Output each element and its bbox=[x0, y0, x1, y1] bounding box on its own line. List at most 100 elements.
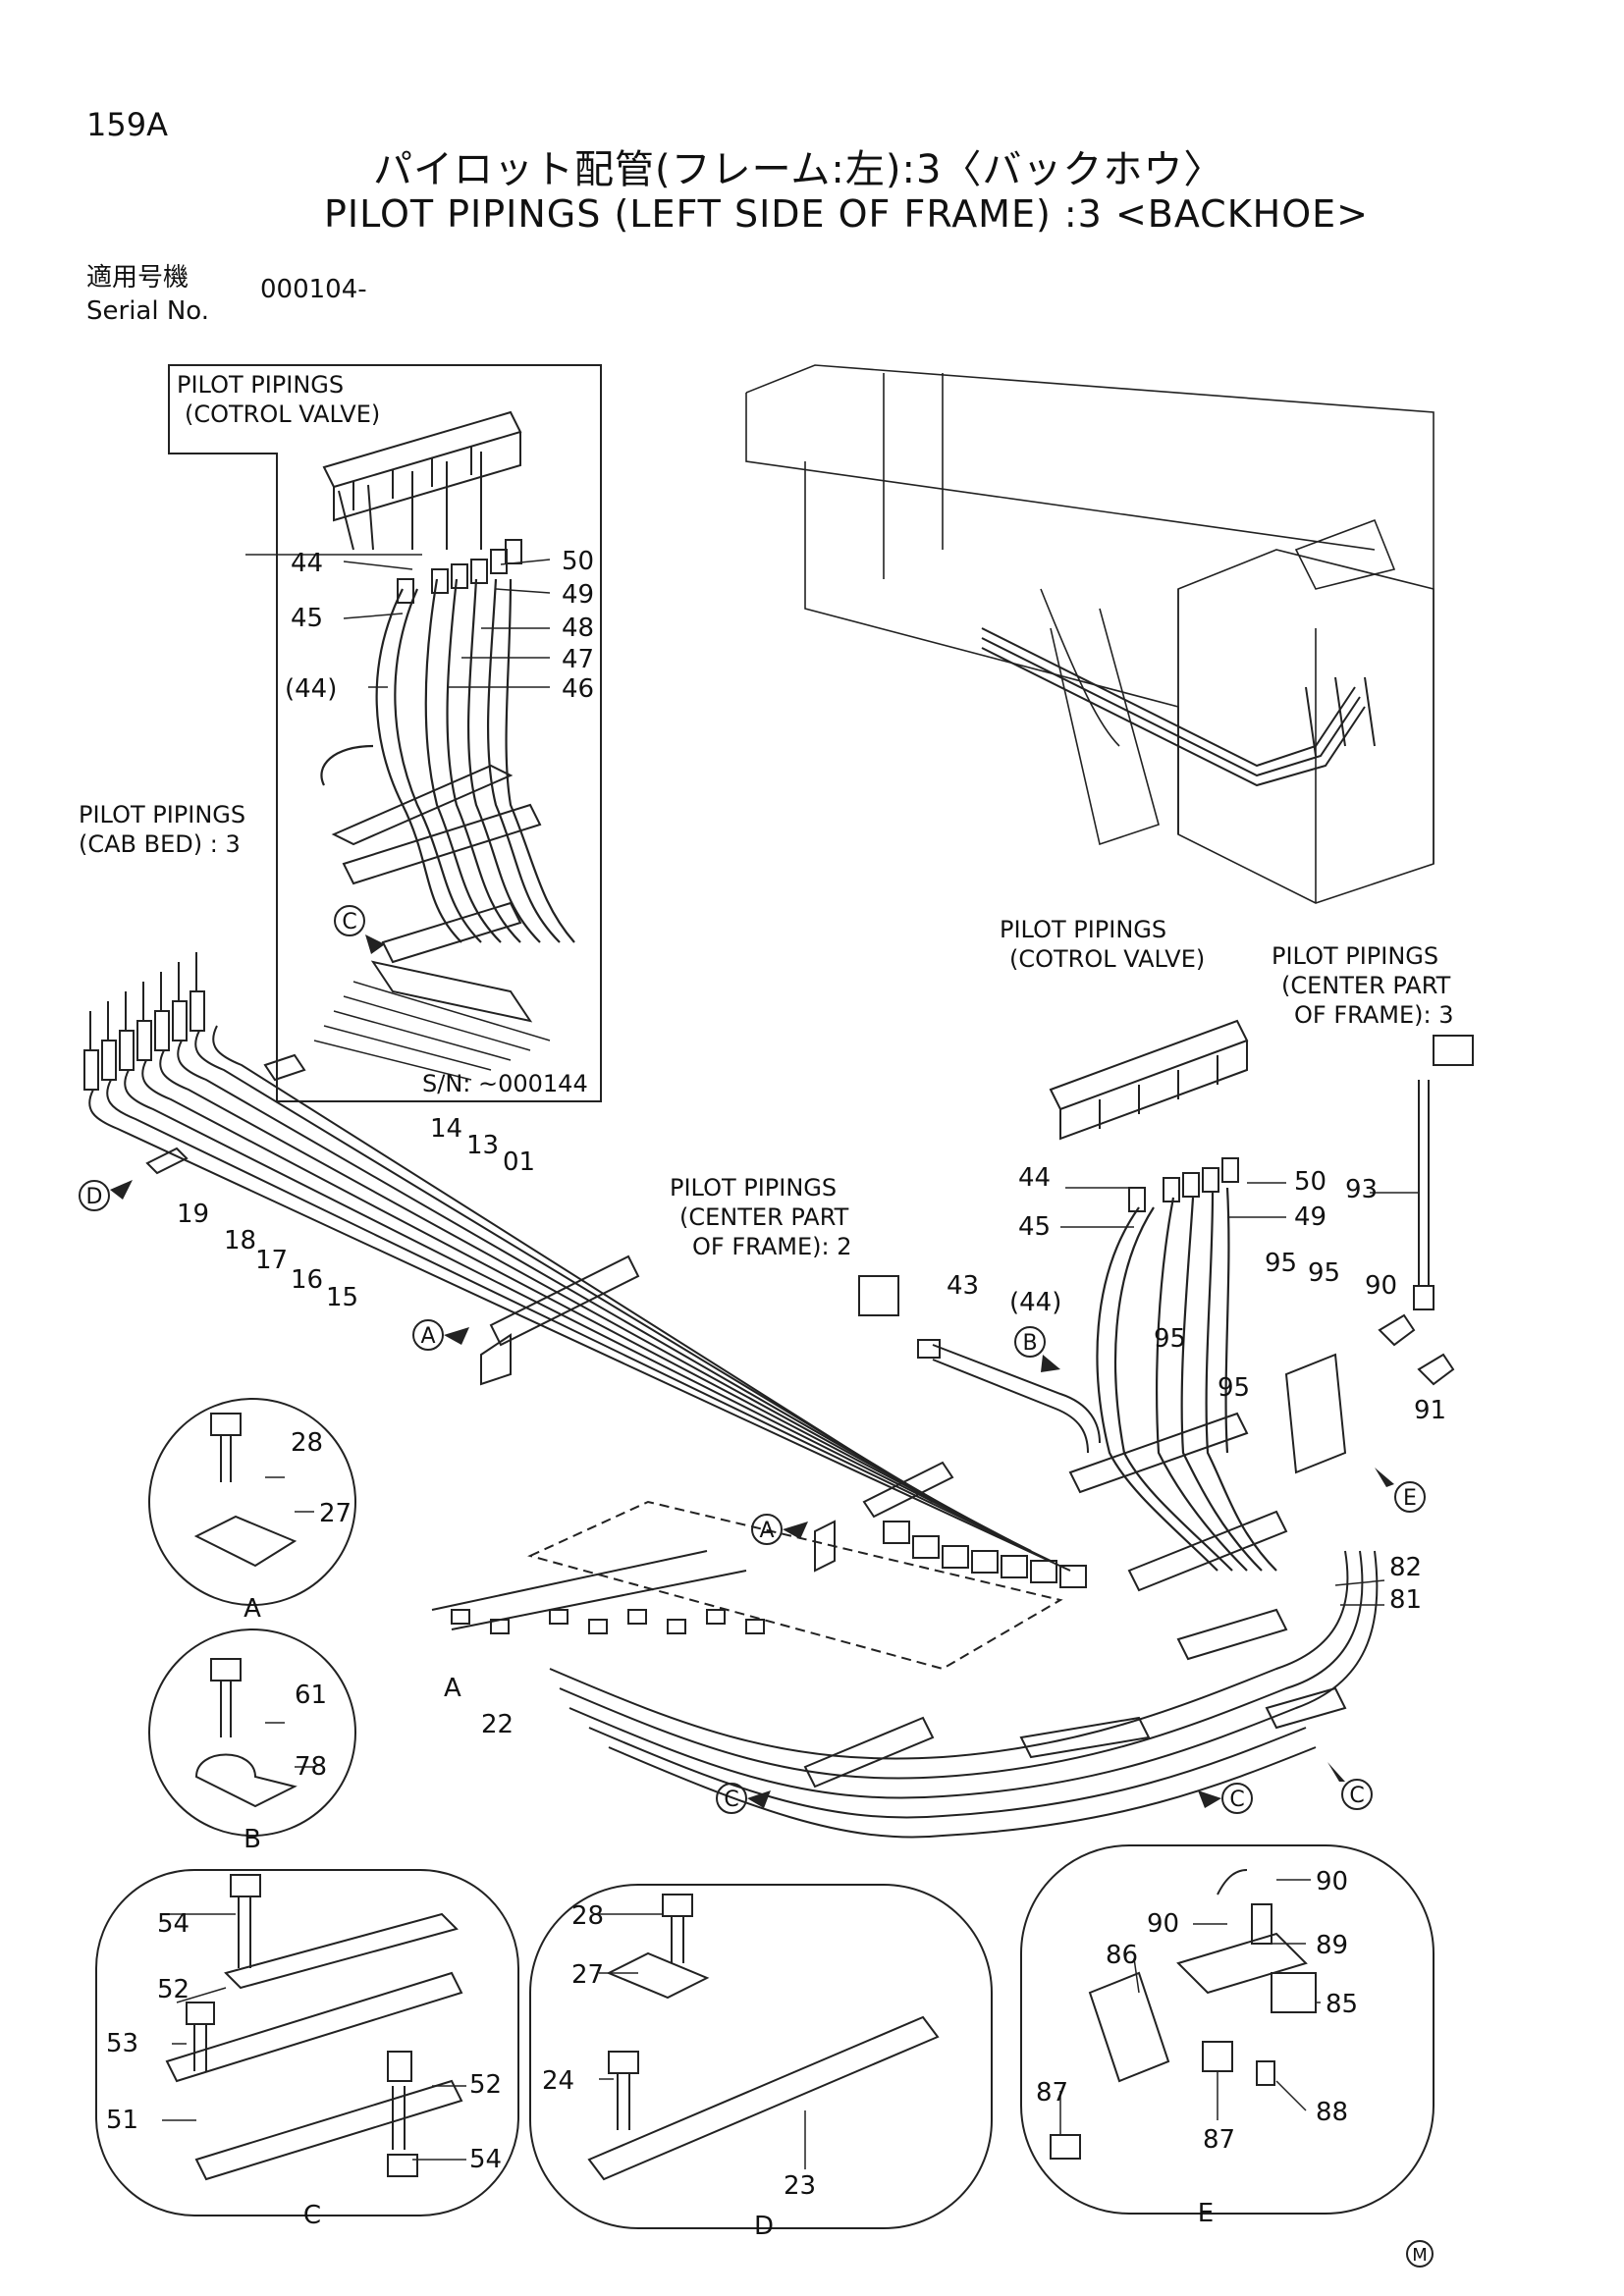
callout-44-main: 44 bbox=[1018, 1163, 1051, 1193]
title-japanese: パイロット配管(フレーム:左):3〈バックホウ〉 bbox=[373, 147, 1224, 192]
callout-43: 43 bbox=[947, 1271, 979, 1301]
callout-95-d: 95 bbox=[1218, 1373, 1250, 1403]
callout-16: 16 bbox=[291, 1265, 323, 1295]
loose-fittings-row bbox=[431, 1550, 765, 1634]
callout-e-85: 85 bbox=[1326, 1990, 1358, 2019]
detail-a-circle bbox=[148, 1398, 356, 1606]
callout-14: 14 bbox=[430, 1114, 462, 1144]
svg-text:C: C bbox=[342, 910, 356, 934]
hose-43 bbox=[858, 1275, 1101, 1454]
callout-46: 46 bbox=[562, 674, 594, 704]
marker-m: M bbox=[1406, 2240, 1434, 2268]
marker-a-upper: A bbox=[412, 1319, 469, 1351]
pipe-bundle-clamps bbox=[145, 1053, 954, 1573]
inset-serial-note: S/N: ~000144 bbox=[422, 1070, 588, 1097]
marker-e: E bbox=[1375, 1468, 1426, 1513]
detail-c-caption: C bbox=[303, 2201, 321, 2230]
callout-19: 19 bbox=[177, 1200, 209, 1229]
svg-text:C: C bbox=[1229, 1788, 1244, 1812]
callout-50-main: 50 bbox=[1294, 1167, 1326, 1197]
callout-a-label: A bbox=[444, 1674, 461, 1703]
inset-cv-title-2: (COTROL VALVE) bbox=[185, 400, 380, 428]
inset-cv-lines bbox=[313, 981, 551, 1081]
callout-13: 13 bbox=[466, 1131, 499, 1160]
svg-text:A: A bbox=[759, 1519, 774, 1543]
center2-title-1: PILOT PIPINGS bbox=[670, 1174, 837, 1201]
callout-c-53: 53 bbox=[106, 2029, 138, 2058]
callout-c-51: 51 bbox=[106, 2106, 138, 2135]
svg-text:E: E bbox=[1403, 1486, 1417, 1511]
detail-d-frame bbox=[529, 1884, 993, 2229]
dashed-group-outline bbox=[527, 1500, 1063, 1671]
callout-95-a: 95 bbox=[1265, 1249, 1297, 1278]
callout-95-c: 95 bbox=[1154, 1324, 1186, 1354]
cab-bed-fittings bbox=[83, 952, 205, 1091]
inset-cv-valve-block bbox=[322, 410, 522, 551]
callout-e-90-top: 90 bbox=[1316, 1867, 1348, 1896]
title-english: PILOT PIPINGS (LEFT SIDE OF FRAME) :3 <B… bbox=[324, 192, 1369, 236]
callout-49-main: 49 bbox=[1294, 1202, 1326, 1232]
callout-a-27: 27 bbox=[319, 1499, 352, 1528]
svg-text:D: D bbox=[86, 1185, 103, 1209]
callout-d-24: 24 bbox=[542, 2066, 574, 2096]
svg-text:A: A bbox=[420, 1324, 435, 1349]
detail-c-frame bbox=[95, 1869, 519, 2216]
callout-44-main-ref: (44) bbox=[1009, 1288, 1061, 1317]
main-cv-fittings bbox=[1128, 1157, 1239, 1212]
detail-b-caption: B bbox=[244, 1825, 261, 1854]
lower-hose-bundle bbox=[549, 1550, 1379, 1839]
callout-90: 90 bbox=[1365, 1271, 1397, 1301]
inset-cv-title-1: PILOT PIPINGS bbox=[177, 371, 344, 399]
center3-title-1: PILOT PIPINGS bbox=[1272, 942, 1438, 970]
callout-44-ref: (44) bbox=[285, 674, 337, 704]
marker-a-lower: A bbox=[751, 1514, 808, 1545]
callout-c-52-left: 52 bbox=[157, 1975, 189, 2004]
detail-a-caption: A bbox=[244, 1594, 261, 1624]
detail-b-parts bbox=[194, 1658, 298, 1808]
callout-45-main: 45 bbox=[1018, 1212, 1051, 1242]
callout-e-86: 86 bbox=[1106, 1941, 1138, 1970]
callout-45: 45 bbox=[291, 604, 323, 633]
pipe-bundle-long bbox=[88, 1025, 1071, 1572]
serial-value: 000104- bbox=[260, 275, 367, 304]
callout-01: 01 bbox=[503, 1148, 535, 1177]
callout-e-87-left: 87 bbox=[1036, 2078, 1068, 2108]
detail-b-circle bbox=[148, 1629, 356, 1837]
svg-text:C: C bbox=[1349, 1784, 1364, 1808]
cab-bed-title-1: PILOT PIPINGS bbox=[79, 801, 245, 828]
page-number: 159A bbox=[86, 106, 168, 143]
detail-d-parts bbox=[587, 1894, 940, 2181]
marker-d: D bbox=[79, 1180, 133, 1211]
callout-e-90-left: 90 bbox=[1147, 1909, 1179, 1939]
detail-c-parts bbox=[165, 1874, 463, 2181]
main-cv-brackets bbox=[1068, 1353, 1347, 1592]
detail-e-caption: E bbox=[1198, 2199, 1214, 2228]
marker-c-right: C bbox=[1327, 1762, 1373, 1810]
center2-title-2: (CENTER PART bbox=[679, 1203, 849, 1231]
callout-91: 91 bbox=[1414, 1396, 1446, 1425]
marker-b: B bbox=[1014, 1326, 1060, 1372]
center3-title-3: OF FRAME): 3 bbox=[1294, 1001, 1453, 1029]
callout-c-52-right: 52 bbox=[469, 2070, 502, 2100]
svg-text:B: B bbox=[1022, 1331, 1037, 1356]
inset-cv-clamps bbox=[331, 764, 542, 1023]
leader-lines bbox=[162, 554, 1419, 2169]
machine-frame-pipe-bundle bbox=[981, 627, 1376, 787]
marker-c-middle: C bbox=[1198, 1783, 1253, 1814]
callout-95-b: 95 bbox=[1308, 1258, 1340, 1288]
hose-93 bbox=[1413, 1035, 1474, 1310]
callout-e-89: 89 bbox=[1316, 1931, 1348, 1960]
callout-22: 22 bbox=[481, 1710, 514, 1739]
marker-c-left: C bbox=[716, 1783, 771, 1814]
callout-e-88: 88 bbox=[1316, 2098, 1348, 2127]
callout-81: 81 bbox=[1389, 1585, 1422, 1615]
inset-cv-fittings bbox=[397, 539, 522, 604]
serial-label-english: Serial No. bbox=[86, 296, 209, 326]
callout-18: 18 bbox=[224, 1226, 256, 1255]
callout-c-54-top: 54 bbox=[157, 1909, 189, 1939]
callout-d-28: 28 bbox=[571, 1901, 604, 1931]
callout-d-23: 23 bbox=[784, 2171, 816, 2201]
callout-15: 15 bbox=[326, 1283, 358, 1312]
detail-d-caption: D bbox=[754, 2212, 774, 2241]
